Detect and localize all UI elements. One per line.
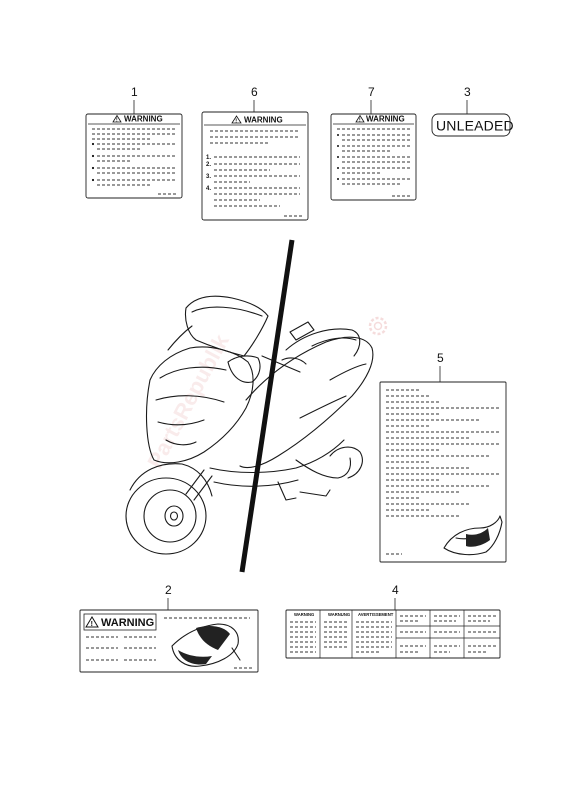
callout-number-2: 2 <box>165 583 172 597</box>
avertissement-text: AVERTISSEMENT <box>358 612 394 617</box>
svg-text:!: ! <box>116 117 118 123</box>
warning-triangle-icon: ! <box>355 114 365 123</box>
callout-number-7: 7 <box>368 85 375 99</box>
warning-text-4: WARNING <box>294 612 314 617</box>
svg-text:!: ! <box>91 621 93 628</box>
warning-text-6: WARNING <box>244 116 283 125</box>
label-item-2[interactable]: 2 ! WARNING <box>79 583 259 673</box>
label-item-7[interactable]: 7 ! WARNING <box>330 85 417 201</box>
seat-illustration <box>443 515 503 556</box>
svg-text:!: ! <box>235 118 237 124</box>
warnung-text: WARNUNG <box>328 612 350 617</box>
diagonal-divider <box>239 239 295 573</box>
body-panel-illustration <box>171 623 241 667</box>
scooter-illustration <box>125 295 374 555</box>
warning-text-1: WARNING <box>124 115 163 124</box>
step-number-4: 4. <box>206 186 211 192</box>
step-number-1: 1. <box>206 155 211 161</box>
callout-number-5: 5 <box>437 351 444 365</box>
callout-number-4: 4 <box>392 583 399 597</box>
label-item-3[interactable]: 3 UNLEADED <box>431 85 514 137</box>
label-item-5[interactable]: 5 <box>379 351 507 563</box>
gear-icon <box>368 316 388 336</box>
step-number-3: 3. <box>206 174 211 180</box>
label-item-1[interactable]: 1 ! WARNING <box>85 85 183 199</box>
step-number-2: 2. <box>206 162 211 168</box>
callout-number-3: 3 <box>464 85 471 99</box>
warning-triangle-icon: ! <box>112 114 122 123</box>
label-item-4[interactable]: 4 WARNING WARNUNG AVERTISSEMENT <box>285 583 501 659</box>
warning-triangle-icon: ! <box>85 616 99 628</box>
callout-number-6: 6 <box>251 85 258 99</box>
warning-text-2: WARNING <box>101 617 154 629</box>
warning-text-7: WARNING <box>366 115 405 124</box>
label-item-6[interactable]: 6 ! WARNING 1. 2. 3. 4. <box>201 85 309 221</box>
svg-text:!: ! <box>359 117 361 123</box>
unleaded-text: UNLEADED <box>436 118 514 134</box>
callout-number-1: 1 <box>131 85 138 99</box>
warning-triangle-icon: ! <box>231 115 242 124</box>
